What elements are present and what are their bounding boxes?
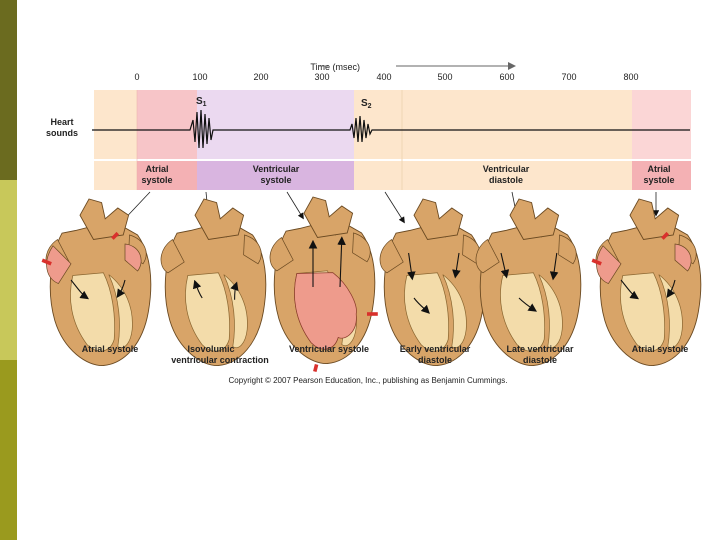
sidebar-accent-top [0,0,17,180]
time-tick: 700 [561,72,576,82]
sidebar-accent-middle [0,180,17,360]
panel-caption: Isovolumic [187,344,234,354]
phase-label-line2: systole [643,175,674,185]
heart-sounds-label: sounds [46,128,78,138]
heart-sound-waveform [92,109,690,149]
panel-caption: Ventricular systole [289,344,369,354]
panel-caption: Atrial systole [82,344,139,354]
time-tick: 200 [253,72,268,82]
time-tick: 0 [134,72,139,82]
phase-labels: Atrial systole Ventricular systole Ventr… [141,164,674,185]
atrial-systole-band [137,160,197,190]
time-tick: 600 [499,72,514,82]
atrial-systole-band-upper [137,90,197,160]
heart-diagram-atrial-systole-repeat [591,198,702,366]
heart-diagram-atrial-systole [41,198,152,366]
ventricular-systole-band [197,160,354,190]
heart-diagram-late-ventricular-diastole [475,198,582,366]
panel-caption: ventricular contraction [171,355,269,365]
panel-caption: Late ventricular [506,344,574,354]
time-tick: 800 [623,72,638,82]
panel-captions: Atrial systole Isovolumic ventricular co… [82,344,689,365]
phase-label-line1: Atrial [145,164,168,174]
pointer-line [384,191,405,224]
phase-label-line2: systole [260,175,291,185]
phase-label-line1: Ventricular [253,164,300,174]
panel-caption: Early ventricular [400,344,471,354]
s2-label: S2 [361,98,372,110]
phase-label-line1: Ventricular [483,164,530,174]
heart-illustrations [41,196,702,373]
heart-diagram-isovolumic-contraction [160,198,267,366]
ventricular-systole-band-upper [197,90,354,160]
pointer-line [286,191,304,220]
atrial-systole-band-right [632,160,691,190]
atrial-systole-band-right-upper [632,90,691,160]
heart-sounds-trace: Heart sounds S1 S2 [46,96,690,149]
copyright-notice: Copyright © 2007 Pearson Education, Inc.… [229,376,508,385]
phase-bands [94,90,691,190]
panel-caption: diastole [523,355,557,365]
panel-caption: diastole [418,355,452,365]
time-tick: 300 [314,72,329,82]
time-tick: 500 [437,72,452,82]
time-axis: Time (msec) 0 100 200 300 400 500 600 70… [134,62,639,82]
sidebar-accent-bottom [0,360,17,540]
s1-label: S1 [196,96,207,108]
phase-label-line2: systole [141,175,172,185]
phase-label-line2: diastole [489,175,523,185]
time-tick: 100 [192,72,207,82]
time-tick: 400 [376,72,391,82]
heart-sounds-label: Heart [50,117,73,127]
heart-diagram-early-ventricular-diastole [379,198,486,366]
phase-label-line1: Atrial [647,164,670,174]
heart-diagram-ventricular-systole [269,196,378,373]
panel-caption: Atrial systole [632,344,689,354]
time-axis-title: Time (msec) [310,62,360,72]
